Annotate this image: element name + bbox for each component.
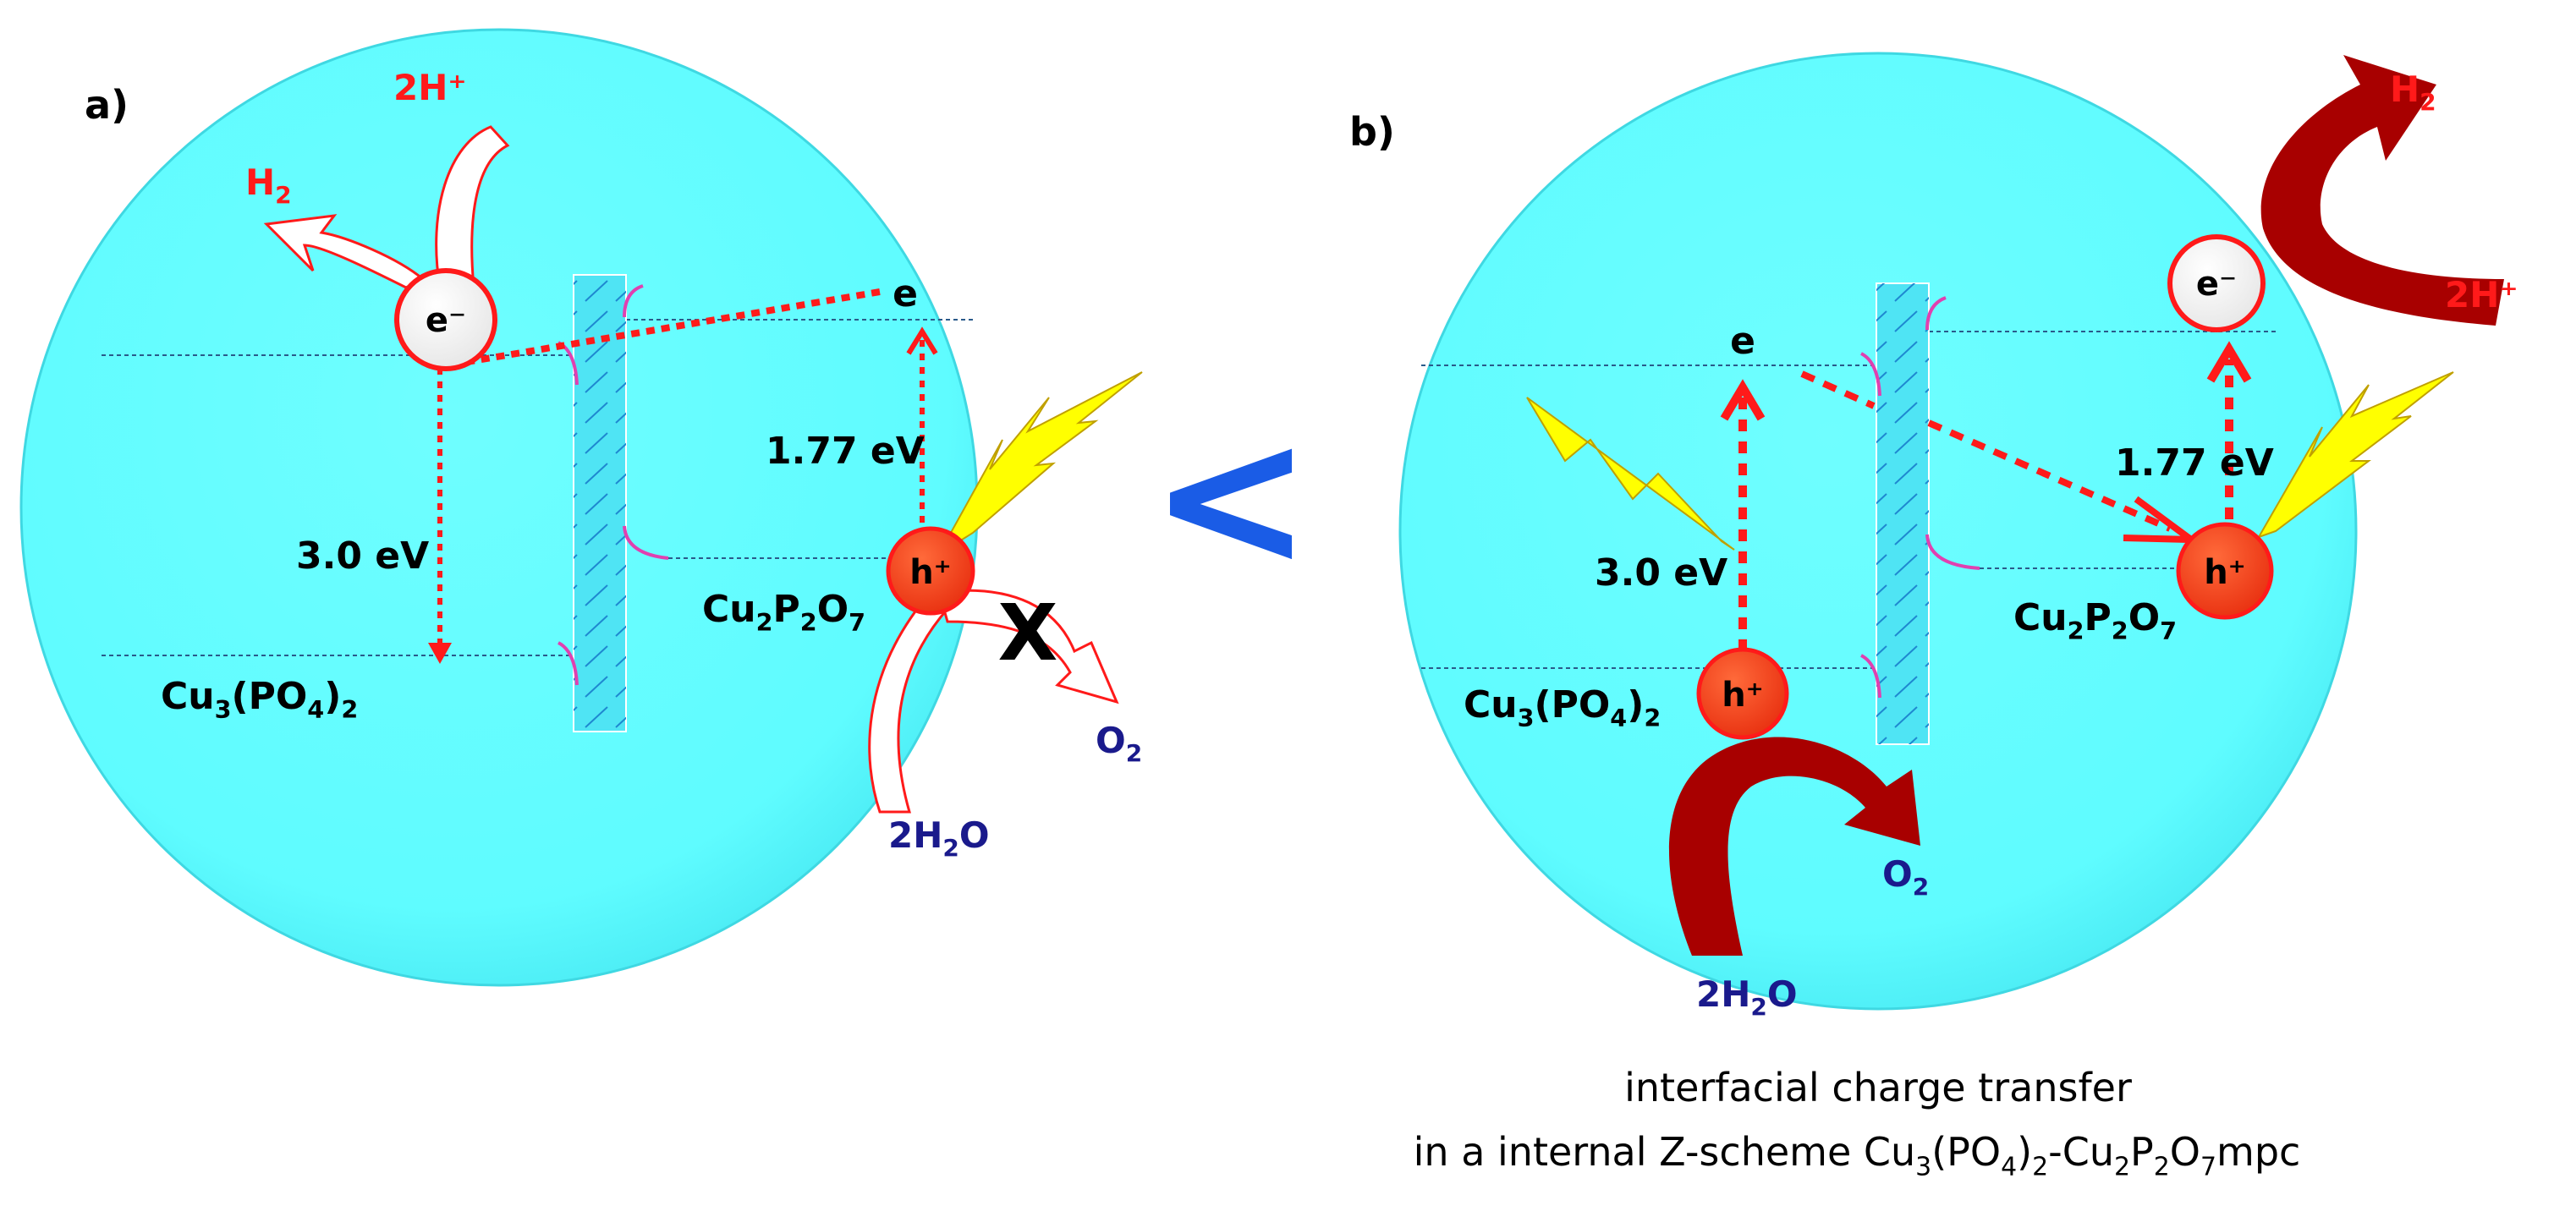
proton-label: 2H⁺ xyxy=(393,67,467,108)
gap-3-0-label: 3.0 eV xyxy=(296,534,429,578)
cb-electron-label: e xyxy=(893,272,918,315)
panel-a: a) e⁻ 2H⁺ H2 e 3.0 eV 1.77 xyxy=(19,28,1143,987)
band-bend-curve xyxy=(623,525,669,560)
electron-label: e⁻ xyxy=(2196,265,2237,304)
band-bend-curve xyxy=(1859,352,1881,397)
lightning-icon xyxy=(2256,371,2454,539)
proton-reduction-arrow xyxy=(435,125,510,289)
cb-electron-label: e xyxy=(1730,320,1755,363)
h2-evolution-arrow xyxy=(263,214,426,289)
h2-label: H2 xyxy=(245,162,292,209)
gap-1-77-label: 1.77 eV xyxy=(766,430,925,473)
electron-label: e⁻ xyxy=(426,301,466,340)
caption-line-1: interfacial charge transfer xyxy=(1624,1065,2132,1110)
panel-b-label: b) xyxy=(1349,109,1395,155)
water-label: 2H2O xyxy=(888,814,990,862)
hole-circle-right xyxy=(2176,522,2274,620)
band-bend-curve xyxy=(1859,654,1881,699)
hole-label-right: h⁺ xyxy=(2204,553,2246,592)
cu2p2o7-label: Cu2P2O7 xyxy=(2013,596,2177,645)
electron-circle xyxy=(394,268,497,371)
water-label: 2H2O xyxy=(1696,973,1798,1021)
cu2p2o7-label: Cu2P2O7 xyxy=(702,588,865,637)
lightning-icon xyxy=(1526,397,1735,551)
band-bend-curve xyxy=(623,284,644,318)
panel-b: b) e⁻ h⁺ xyxy=(1349,52,2518,1021)
blocked-icon: X xyxy=(998,588,1058,678)
hole-circle-left xyxy=(1696,647,1789,740)
arrow-head xyxy=(2206,341,2252,383)
comparison-symbol: < xyxy=(1150,386,1313,611)
arrow-head xyxy=(906,326,938,355)
h2-evolution-arrow xyxy=(2260,55,2504,326)
cu3po42-label: Cu3(PO4)2 xyxy=(161,675,358,724)
band-bend-curve xyxy=(557,641,579,686)
gap-1-77-label: 1.77 eV xyxy=(2115,441,2274,485)
proton-label: 2H⁺ xyxy=(2445,274,2518,315)
arrow-head xyxy=(428,643,452,664)
h2-label: H2 xyxy=(2390,69,2436,116)
arrow-head xyxy=(1720,379,1766,421)
water-oxidation-arrow xyxy=(1668,737,1920,956)
hole-label-left: h⁺ xyxy=(1722,676,1764,715)
panel-a-label: a) xyxy=(85,82,129,128)
hole-label: h⁺ xyxy=(909,553,952,592)
z-scheme-arrow-segment xyxy=(1927,419,2172,532)
band-bend-curve xyxy=(1925,296,1947,331)
electron-circle xyxy=(2167,234,2266,332)
interface-hatch xyxy=(1876,283,1929,744)
o2-label: O2 xyxy=(1882,853,1929,901)
o2-label: O2 xyxy=(1096,720,1142,767)
caption-line-2: in a internal Z-scheme Cu3(PO4)2-Cu2P2O7… xyxy=(1414,1129,2301,1182)
electron-transfer-arrow xyxy=(456,288,881,367)
z-scheme-arrow-segment xyxy=(1800,370,1876,409)
lightning-icon xyxy=(938,371,1143,555)
band-bend-curve xyxy=(1925,534,1980,570)
hole-circle xyxy=(886,526,975,616)
particle-sphere xyxy=(19,28,979,987)
cu3po42-label: Cu3(PO4)2 xyxy=(1464,683,1661,732)
interface-hatch xyxy=(574,275,626,732)
o2-release-arrow xyxy=(937,589,1119,704)
gap-3-0-label: 3.0 eV xyxy=(1595,551,1727,595)
